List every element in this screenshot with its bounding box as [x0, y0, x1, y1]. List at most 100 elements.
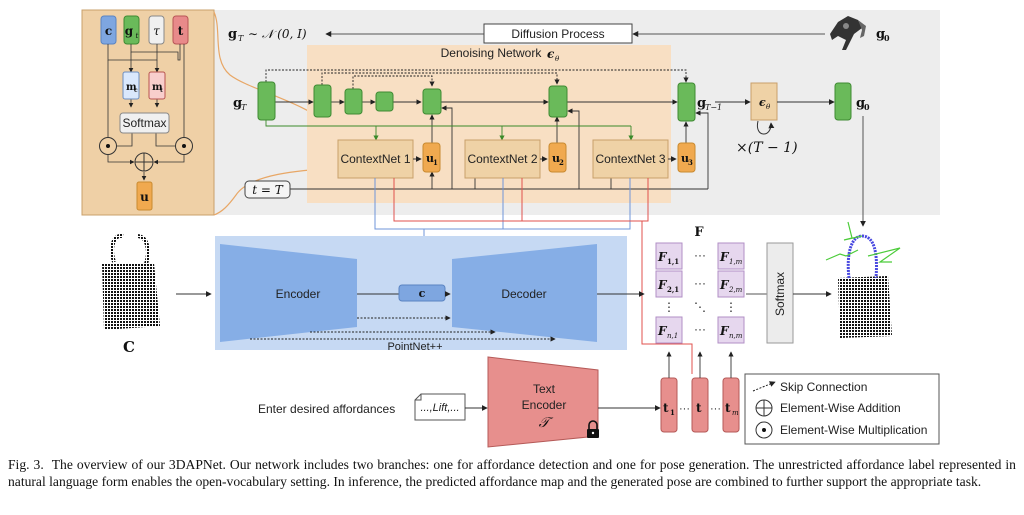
noise-label-sub: T	[238, 34, 244, 43]
token-m-sub: m	[732, 409, 739, 417]
matrix-cell-F1m: F	[719, 250, 730, 264]
legend-skip-connection: Skip Connection	[780, 380, 867, 394]
contextnet-1-label: ContextNet 1	[340, 152, 410, 166]
legend-element-wise-multiplication: Element-Wise Multiplication	[780, 423, 927, 437]
decoder-label: Decoder	[501, 287, 546, 301]
gT1-sub: T−1	[705, 103, 722, 112]
text-encoder-line1: Text	[533, 382, 556, 396]
circle-plus-icon	[755, 399, 773, 417]
matrix-cell-F2m: F	[719, 278, 730, 292]
inset-mask-t	[148, 71, 166, 100]
inset-g-label: g	[125, 24, 134, 38]
matrix-cell-F11: F	[657, 250, 668, 264]
eps-theta-block	[750, 82, 778, 121]
lock-icon	[587, 420, 599, 438]
contextnet-1: ContextNet 1 u 1	[337, 139, 441, 179]
noise-distribution: ∼ 𝒩 (0, I)	[248, 27, 307, 41]
latent-c-label: c	[419, 287, 426, 300]
circle-dot-icon	[175, 137, 193, 155]
gT-block	[257, 81, 276, 121]
prompt-label: Enter desired affordances	[258, 402, 395, 416]
inset-input-g	[123, 15, 140, 45]
timestep-label: t = T	[252, 183, 284, 197]
inset-mt-label: m	[152, 82, 163, 93]
matrix-ellipsis-h2: ···	[694, 276, 706, 290]
denoising-network-panel	[307, 45, 671, 203]
unet-block-5	[548, 85, 568, 118]
g0-block	[834, 82, 852, 121]
unet-block-1	[313, 84, 332, 118]
timestep-box	[244, 180, 291, 199]
g0-top-sub: 0	[884, 33, 890, 43]
decoder-block	[452, 244, 597, 342]
matrix-cell-Fnm-sub: n,m	[729, 332, 743, 340]
token-sep-2: ···	[710, 403, 721, 415]
inset-input-t	[172, 15, 189, 45]
g0-sub: 0	[864, 102, 870, 112]
matrix-cell-F11-sub: 1,1	[667, 257, 679, 266]
legend-element-wise-addition: Element-Wise Addition	[780, 401, 901, 415]
inset-input-tau	[148, 15, 165, 45]
figure-caption-text: The overview of our 3DAPNet. Our network…	[8, 457, 1016, 489]
softmax-label: Softmax	[773, 272, 787, 316]
contextnet-3: ContextNet 3 u 3	[592, 139, 696, 179]
inset-mt-sub: t	[160, 87, 163, 94]
token-1-sub: 1	[670, 408, 675, 417]
affordance-matrix: F 1,1 F 1,m F 2,1 F 2,m F n,1 F n,m ··· …	[655, 242, 745, 344]
u2-label: u	[552, 152, 560, 165]
matrix-cell-Fnm: F	[719, 324, 730, 338]
context-attention-inset: c g t τ t m c m t Softmax	[81, 9, 215, 216]
gT1-block	[677, 82, 696, 122]
inset-c-label: c	[105, 24, 112, 38]
u3-sub: 3	[688, 158, 693, 167]
denoising-network-symbol: ϵ	[547, 47, 555, 61]
architecture-diagram: c g t τ t m c m t Softmax	[81, 9, 940, 448]
figure-number: Fig. 3.	[8, 457, 44, 472]
matrix-ellipsis-v2: ⋮	[725, 300, 737, 314]
inset-t-label: t	[178, 24, 184, 38]
inset-output-u	[136, 181, 153, 211]
token-m-label: t	[725, 401, 731, 415]
denoising-network-symbol-sub: θ	[555, 55, 560, 63]
inset-softmax-label: Softmax	[122, 116, 166, 130]
eps-theta-sub: θ	[766, 103, 771, 111]
token-1-label: t	[663, 401, 669, 415]
denoising-network-title: Denoising Network	[441, 46, 543, 60]
matrix-cell-F1m-sub: 1,m	[729, 258, 743, 266]
eps-theta-label: ϵ	[759, 96, 766, 109]
u3-label: u	[681, 152, 689, 165]
token-t-label: t	[696, 401, 702, 415]
encoder-block	[220, 244, 357, 342]
u1-sub: 1	[433, 158, 438, 167]
encoder-label: Encoder	[276, 287, 321, 301]
inset-softmax	[119, 112, 170, 134]
unet-block-4	[422, 88, 442, 115]
inset-tau-label: τ	[153, 24, 160, 38]
u2-sub: 2	[559, 158, 564, 167]
affordance-text-value: ...,Lift,...	[420, 402, 459, 414]
unet-block-2	[344, 88, 363, 115]
diffusion-process-label: Diffusion Process	[511, 27, 604, 41]
g0-top-label: g	[876, 27, 885, 42]
matrix-ellipsis-d: ⋱	[694, 300, 706, 314]
gT-label: g	[233, 96, 242, 111]
unet-block-3	[375, 91, 394, 112]
matrix-ellipsis-v1: ⋮	[663, 300, 675, 314]
figure-caption: Fig. 3.The overview of our 3DAPNet. Our …	[8, 456, 1016, 490]
inset-u-label: u	[140, 190, 149, 204]
circle-dot-icon	[99, 137, 117, 155]
circle-dot-icon	[755, 421, 773, 439]
affordance-text-document[interactable]	[414, 393, 466, 421]
inset-mc-sub: c	[134, 87, 138, 94]
diffusion-process-box	[483, 23, 633, 44]
noise-label-g: g	[228, 27, 237, 42]
input-label-C: C	[123, 338, 135, 356]
g0-label: g	[856, 96, 865, 111]
contextnet-2: ContextNet 2 u 2	[464, 139, 567, 179]
matrix-cell-Fn1: F	[657, 324, 668, 338]
token-sep-1: ···	[679, 403, 690, 415]
matrix-ellipsis-h1: ···	[694, 248, 706, 262]
matrix-cell-F2m-sub: 2,m	[728, 286, 743, 294]
inset-mc-label: m	[126, 82, 137, 93]
output-point-cloud	[825, 221, 901, 338]
